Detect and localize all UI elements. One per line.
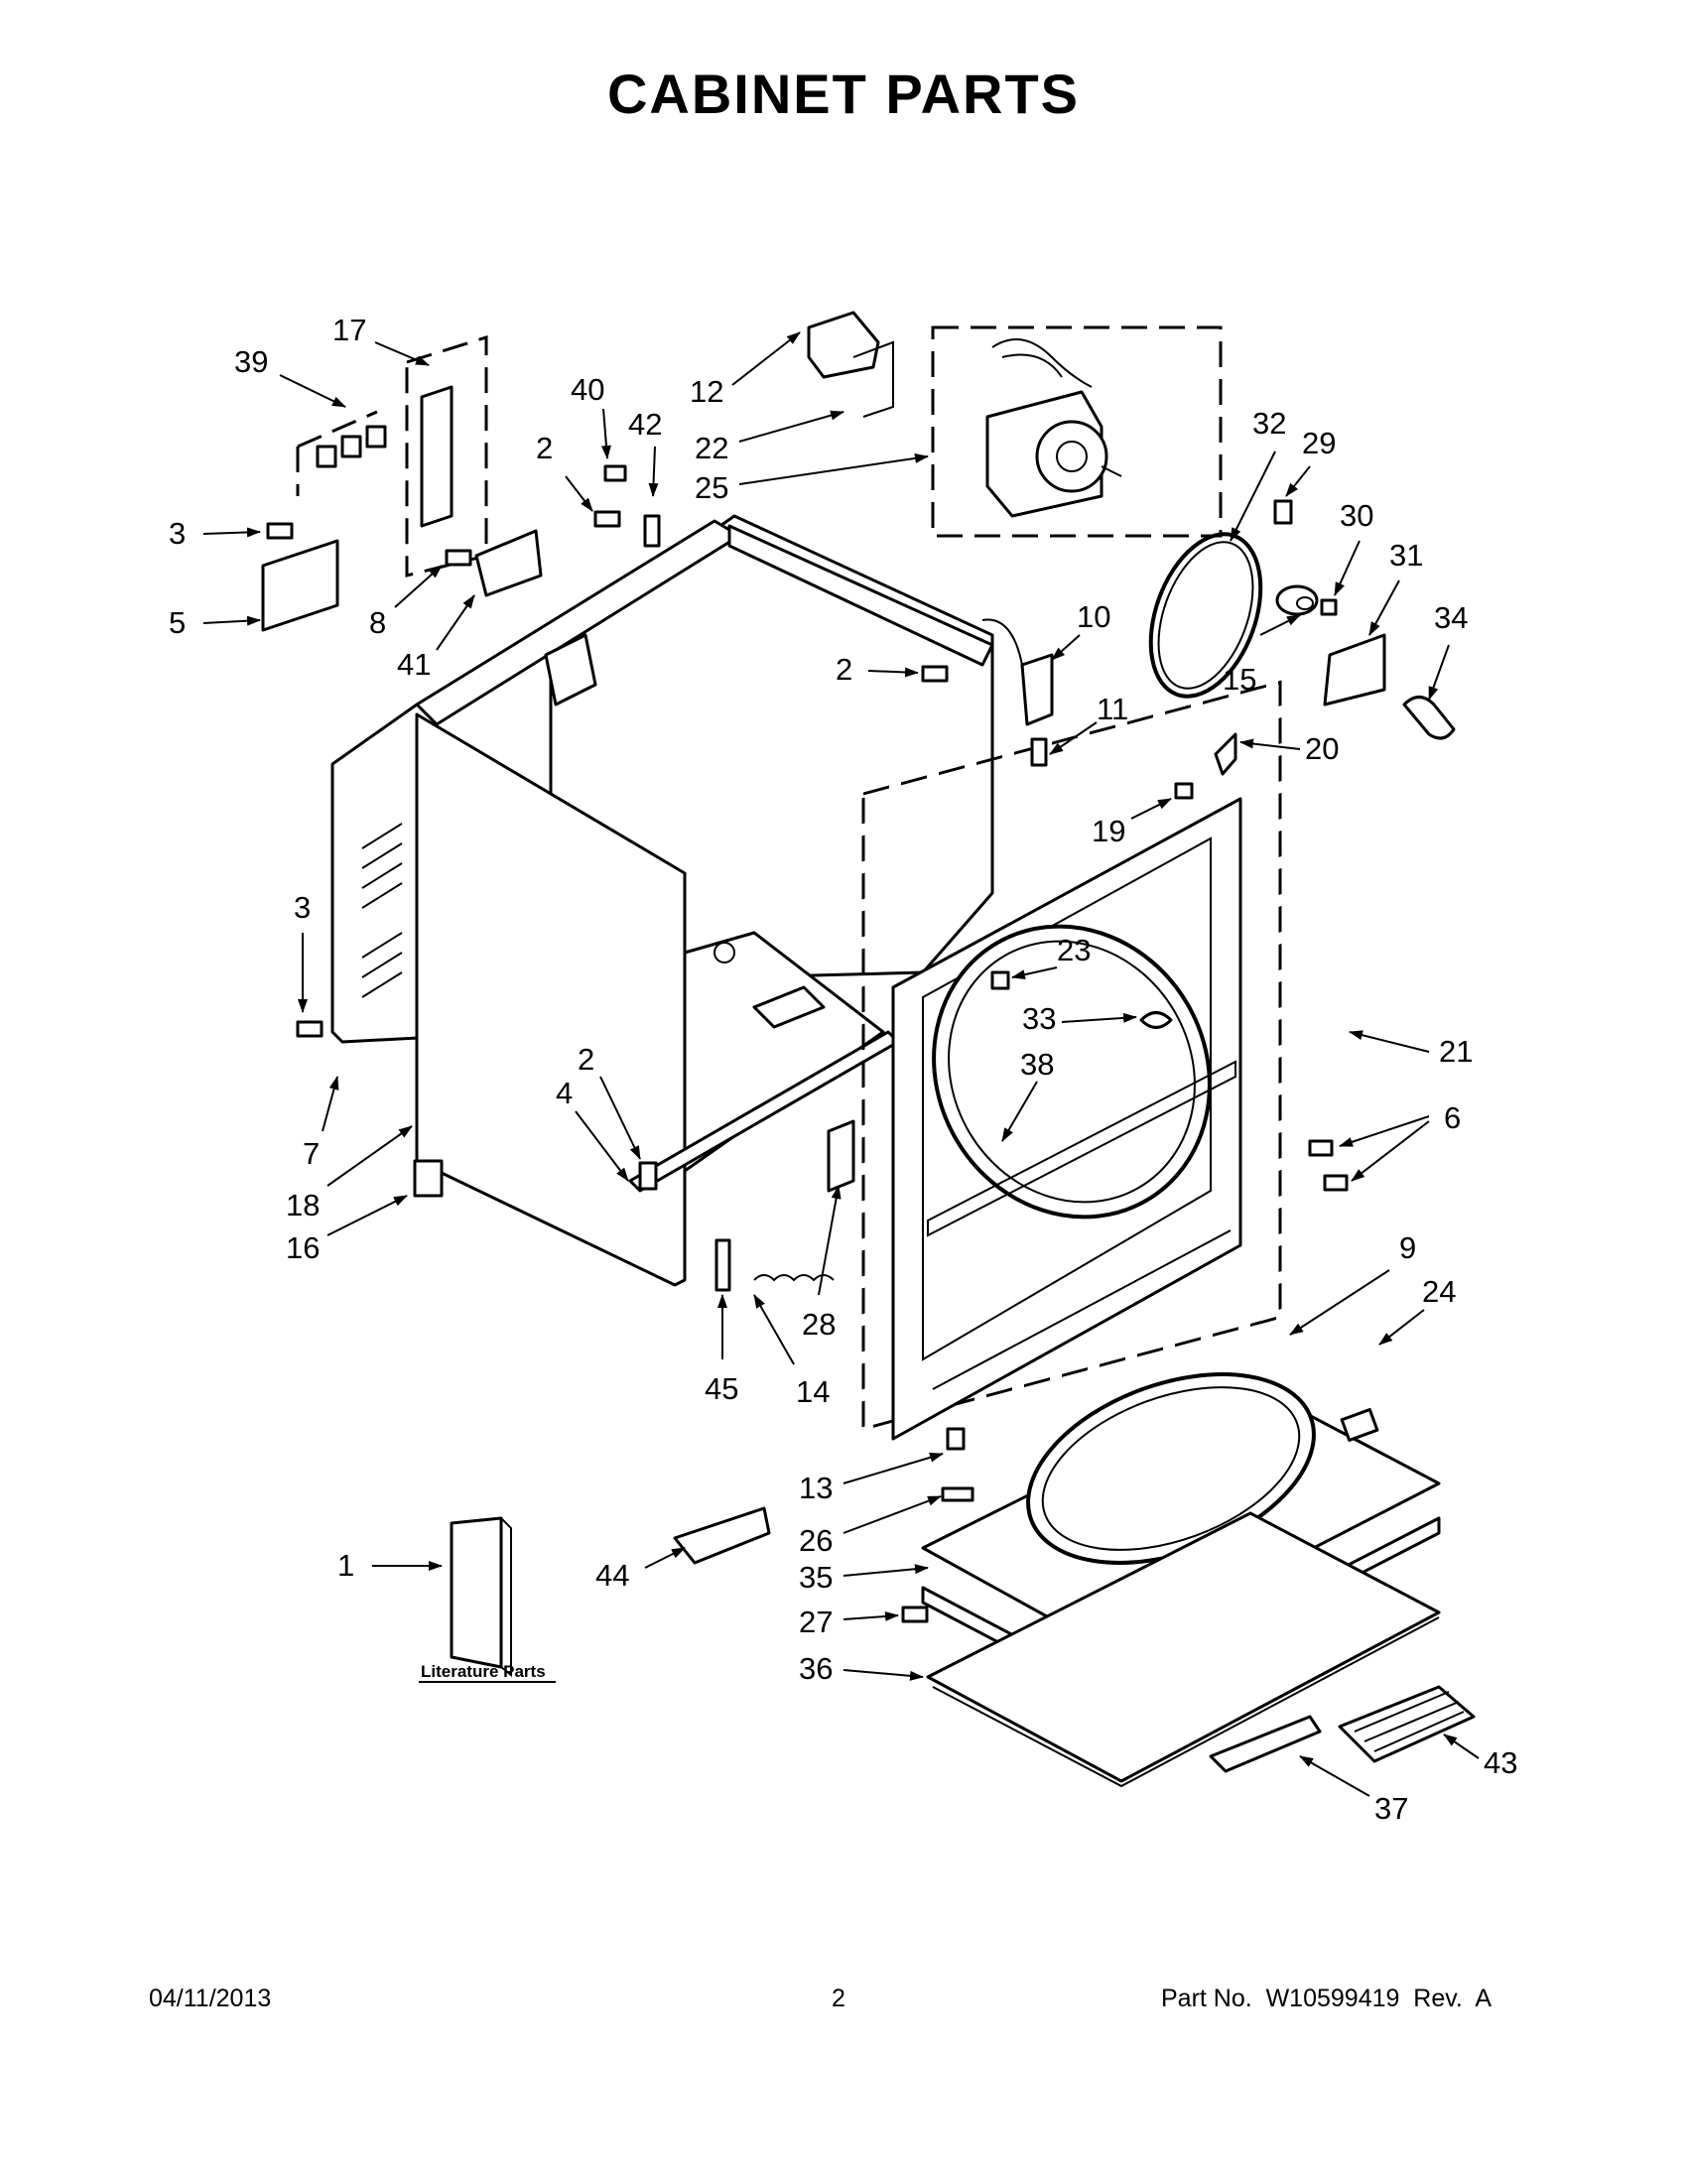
- callout-3: 3: [169, 516, 186, 551]
- callout-9: 9: [1399, 1230, 1416, 1265]
- callout-40: 40: [571, 372, 604, 407]
- callout-26: 26: [799, 1523, 833, 1558]
- page-title: CABINET PARTS: [606, 63, 1081, 125]
- callout-18: 18: [286, 1188, 320, 1222]
- literature-book: [450, 1516, 503, 1669]
- motor-assembly: [931, 325, 1223, 538]
- callout-36: 36: [799, 1651, 833, 1686]
- cabinet-body: [330, 514, 994, 1292]
- callout-22: 22: [695, 431, 728, 465]
- callout-17: 17: [332, 313, 366, 347]
- callout-13: 13: [799, 1471, 833, 1505]
- callout-14: 14: [796, 1374, 830, 1409]
- callout-38: 38: [1020, 1047, 1054, 1082]
- callout-19: 19: [1092, 814, 1125, 848]
- callout-10: 10: [1077, 599, 1110, 634]
- vent-slots: [361, 823, 403, 998]
- literature-parts-label: Literature Parts: [421, 1662, 546, 1681]
- callout-33: 33: [1022, 1001, 1056, 1036]
- callout-45: 45: [705, 1371, 738, 1406]
- callout-43: 43: [1484, 1745, 1517, 1780]
- callout-20: 20: [1305, 731, 1339, 766]
- callout-labels: 17 39 40 42 2 12 22 25 32 29 30 31 3 5 8…: [169, 313, 1517, 1826]
- footer-page-number: 2: [832, 1985, 845, 2012]
- callout-15: 15: [1223, 662, 1256, 697]
- callout-30: 30: [1340, 498, 1373, 533]
- callout-29: 29: [1302, 426, 1336, 460]
- callout-4: 4: [556, 1076, 573, 1110]
- callout-3: 3: [294, 890, 311, 925]
- callout-44: 44: [595, 1558, 629, 1593]
- callout-34: 34: [1434, 600, 1468, 635]
- callout-12: 12: [690, 374, 723, 409]
- toe-panel-assembly: [901, 1372, 1476, 1788]
- callout-41: 41: [397, 647, 431, 682]
- callout-32: 32: [1252, 406, 1286, 441]
- callout-23: 23: [1057, 933, 1091, 967]
- callout-37: 37: [1374, 1791, 1408, 1826]
- callout-2: 2: [578, 1042, 594, 1077]
- callout-31: 31: [1389, 538, 1423, 573]
- footer-date: 04/11/2013: [149, 1985, 272, 2012]
- front-panel: [861, 680, 1282, 1441]
- callout-7: 7: [303, 1136, 320, 1171]
- callout-1: 1: [337, 1548, 354, 1583]
- idler-bracket: [807, 311, 880, 379]
- callout-11: 11: [1097, 692, 1128, 726]
- callout-27: 27: [799, 1605, 833, 1639]
- callout-16: 16: [286, 1230, 320, 1265]
- callout-24: 24: [1422, 1274, 1456, 1309]
- callout-25: 25: [695, 470, 728, 505]
- callout-5: 5: [169, 605, 186, 640]
- callout-28: 28: [802, 1307, 836, 1342]
- callout-21: 21: [1439, 1034, 1473, 1069]
- callout-2: 2: [536, 431, 553, 465]
- callout-8: 8: [369, 605, 386, 640]
- callout-42: 42: [628, 407, 662, 442]
- footer-part-number: Part No. W10599419 Rev. A: [1161, 1985, 1492, 2012]
- callout-6: 6: [1444, 1100, 1461, 1135]
- callout-35: 35: [799, 1560, 833, 1595]
- callout-2: 2: [836, 652, 852, 687]
- callout-39: 39: [234, 344, 268, 379]
